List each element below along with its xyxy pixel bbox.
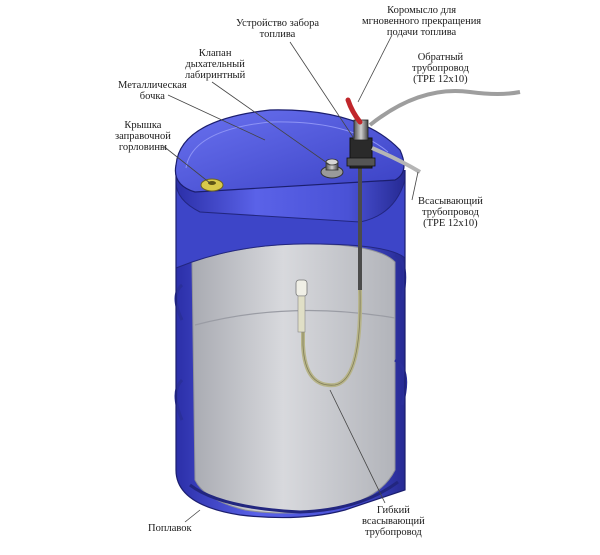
return-pipe	[368, 89, 521, 127]
flexible-hose-outline	[302, 289, 361, 386]
barrel-lid	[174, 109, 405, 193]
label-suction-pipe: Всасывающий трубопровод (ТРЕ 12х10)	[418, 196, 483, 229]
label-return-pipe: Обратный трубопровод (ТРЕ 12х10)	[412, 52, 469, 85]
label-rocker-lever: Коромысло для мгновенного прекращения по…	[362, 5, 482, 38]
label-float: Поплавок	[148, 523, 192, 534]
float	[295, 279, 308, 333]
rocker-lever	[345, 97, 363, 125]
breather-valve	[320, 158, 344, 179]
fill-cap	[200, 178, 224, 192]
suction-pipe-outlet	[371, 146, 422, 174]
label-breather-valve: Клапан дыхательный лабиринтный	[185, 48, 246, 81]
label-fill-cap: Крышка заправочной горловины	[115, 120, 171, 153]
label-metal-barrel: Металлическая бочка	[118, 80, 187, 102]
metal-barrel	[174, 165, 408, 519]
label-intake-device: Устройство забора топлива	[236, 18, 319, 40]
leader-lines	[161, 34, 419, 523]
label-flexible-hose: Гибкий всасывающий трубопровод	[362, 505, 425, 538]
fuel-intake-device	[345, 97, 376, 169]
